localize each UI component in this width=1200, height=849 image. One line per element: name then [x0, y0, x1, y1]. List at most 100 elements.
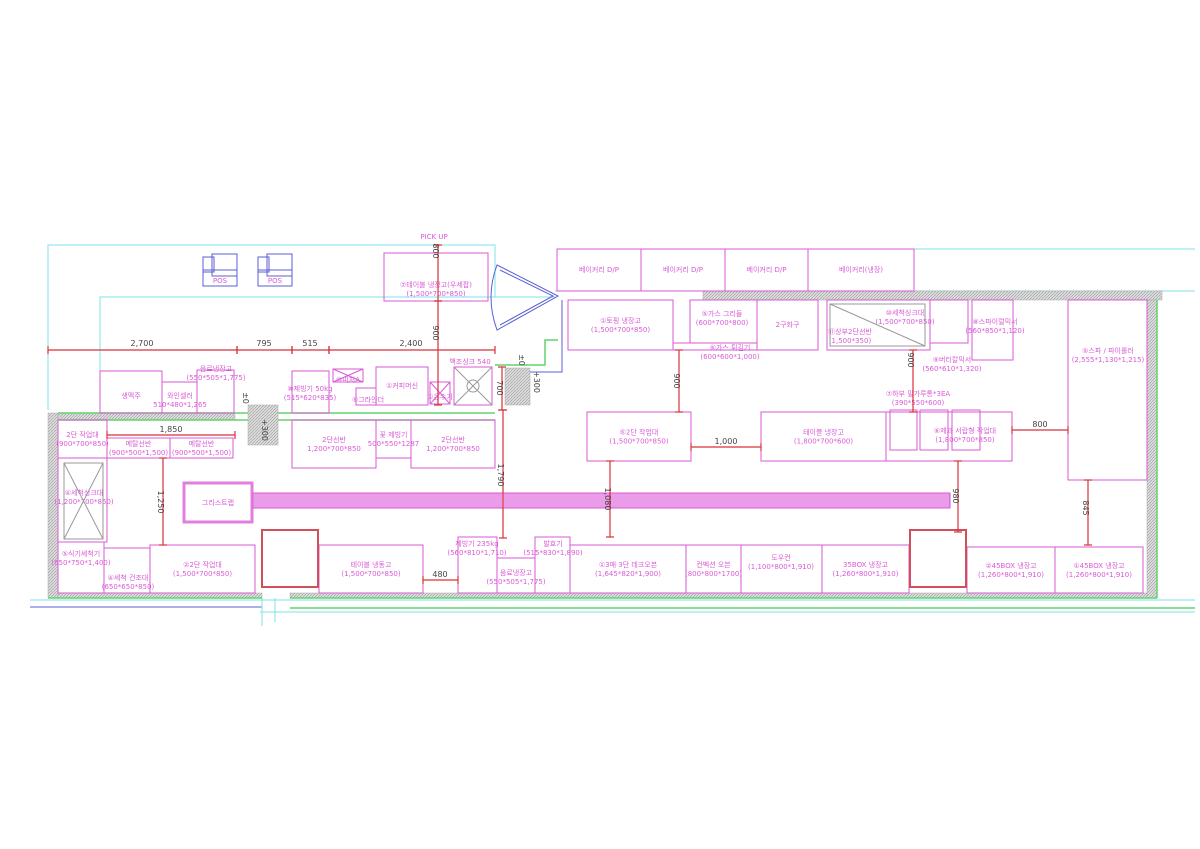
- equipment-coffee[interactable]: ①커피머신: [375, 366, 429, 406]
- equipment-metal1[interactable]: 메탈선반(900*500*1,500): [106, 437, 171, 459]
- dimension-value: 2,700: [131, 339, 154, 348]
- equipment-name: 베이커리(냉장): [839, 265, 883, 274]
- equipment-spec: (1,800*700*850): [935, 436, 994, 444]
- dimension-value: 480: [432, 570, 447, 579]
- equipment-dry-rack[interactable]: ④세척 건조대(650*650*850): [102, 547, 155, 594]
- equipment-work2-left[interactable]: 2단 작업대(900*700*850): [56, 419, 109, 459]
- dimension-d1790: 1,790: [496, 409, 507, 539]
- dimension-value: 2,400: [400, 339, 423, 348]
- equipment-spec: (900*500*1,500): [109, 449, 168, 457]
- column: [261, 529, 319, 588]
- equipment-box35[interactable]: 35BOX 냉장고(1,260*800*1,910): [821, 544, 910, 594]
- equipment-box45b[interactable]: ②45BOX 냉장고(1,260*800*1,910): [966, 546, 1056, 594]
- equipment-name: 도우컨: [771, 553, 790, 562]
- pos-label: POS: [213, 277, 228, 285]
- equipment-baekjo-sink[interactable]: 백조싱크 540: [449, 357, 490, 366]
- equipment-spec: (560*810*1,710): [447, 549, 506, 557]
- equipment-name: 테이블 냉장고: [803, 428, 844, 437]
- dimension-value: 795: [256, 339, 271, 348]
- equipment-drawer-table[interactable]: ⑥제과 서랍형 작업대(1,800*700*850): [885, 411, 1013, 462]
- equipment-name: 백조싱크 540: [449, 357, 490, 366]
- equipment-name: 베이커리 D/P: [663, 265, 703, 274]
- equipment-metal2[interactable]: 메탈선반(900*500*1,500): [169, 437, 234, 459]
- equipment-name: ④세척 건조대: [108, 573, 149, 582]
- dimension-d515: 515: [291, 339, 330, 354]
- equipment-sheeter[interactable]: ⑤스파 / 파이롤러(2,555*1,130*1,215): [1067, 299, 1148, 481]
- equipment-spec: (550*505*1,775): [186, 374, 245, 382]
- equipment-name: 음료냉장고: [500, 568, 533, 577]
- equipment-work2-mid[interactable]: ⑥2단 작업대(1,500*700*850): [586, 411, 692, 462]
- equipment-spec: (515*620*835): [284, 394, 337, 402]
- equipment-spec: (1,500*700*850): [875, 318, 934, 326]
- equipment-spec: (1,500*700*850): [609, 438, 668, 446]
- dimension-d1080: 1,080: [603, 460, 614, 538]
- equipment-griddle[interactable]: ⑤가스 그리들(600*700*800): [689, 299, 758, 344]
- equipment-fryer[interactable]: ⑥가스 튀김기(600*600*1,000): [672, 342, 760, 361]
- equipment-table-freezer[interactable]: 테이블 냉동고(1,500*700*850): [318, 544, 424, 594]
- equipment-spec: (1,100*800*1,910): [748, 563, 814, 571]
- floor-level-mark: ±0: [241, 392, 250, 404]
- equipment-spec: (550*505*1,775): [486, 578, 545, 586]
- entrance-door[interactable]: [490, 264, 560, 331]
- equipment-box45a[interactable]: ①45BOX 냉장고(1,260*800*1,910): [1054, 546, 1144, 594]
- equipment-bakery3[interactable]: 베이커리 D/P: [724, 248, 809, 292]
- equipment-table-fridge-mid[interactable]: 테이블 냉장고(1,800*700*600): [760, 411, 887, 462]
- equipment-topping[interactable]: ①토핑 냉장고(1,500*700*850): [567, 299, 674, 351]
- grease-trap-label: 그리스트랩: [202, 498, 234, 507]
- pos-terminal-2: POS: [257, 253, 293, 287]
- equipment-spec: (560*850*1,120): [965, 327, 1024, 335]
- equipment-spec: (650*750*1,400): [51, 559, 110, 567]
- equipment-spec: (600*600*1,000): [700, 353, 759, 361]
- equipment-burner[interactable]: 2구화구: [756, 299, 819, 351]
- equipment-drink-fridge-b[interactable]: 음료냉장고(550*505*1,775): [486, 557, 546, 594]
- equipment-name: ⑤식기세척기: [62, 549, 100, 558]
- equipment-work2-b[interactable]: ②2단 작업대(1,500*700*850): [149, 544, 256, 594]
- equipment-pitcher[interactable]: ⑩피처A: [336, 375, 360, 384]
- equipment-deck-oven[interactable]: ①3매 3단 데크오븐(1,645*820*1,900): [569, 544, 687, 594]
- equipment-table-fridge-top[interactable]: ⑦테이블 냉장고(우세팝)(1,500*700*850): [383, 252, 489, 302]
- equipment-spec: (600*700*800): [696, 319, 749, 327]
- equipment-spec: 500*550*1287: [368, 440, 420, 448]
- dimension-d900c: 900: [906, 349, 917, 413]
- equipment-water[interactable]: ①온수기: [427, 392, 453, 401]
- equipment-bakery4[interactable]: 베이커리(냉장): [807, 248, 915, 292]
- equipment-name: ⑧스파이럴믹서: [973, 317, 1018, 326]
- equipment-name: ①3매 3단 데크오븐: [599, 560, 658, 569]
- equipment-spec: (1,645*820*1,900): [595, 570, 661, 578]
- equipment-drink-fridge-top[interactable]: 음료냉장고(550*505*1,775): [186, 364, 246, 414]
- pick-up-label: PICK UP: [420, 233, 447, 241]
- equipment-spiral[interactable]: ⑧스파이럴믹서(560*850*1,120): [965, 299, 1025, 361]
- dimension-d800b: 800: [1011, 420, 1069, 434]
- sink-basin: [453, 366, 493, 406]
- equipment-spec: (650*650*850): [102, 583, 155, 591]
- equipment-name: 메탈선반: [126, 439, 152, 448]
- dimension-value: 845: [1081, 500, 1090, 515]
- dimension-value: 900: [672, 373, 681, 388]
- equipment-bakery2[interactable]: 베이커리 D/P: [640, 248, 726, 292]
- equipment-flour[interactable]: ⑦하부 밀가루통*3EA(390*550*600): [886, 389, 951, 407]
- equipment-name: ⑦테이블 냉장고(우세팝): [400, 280, 472, 289]
- equipment-name: 2단선반: [441, 435, 465, 444]
- equipment-upper-shelf[interactable]: ⑪상부2단선반(1,500*350): [828, 327, 872, 345]
- equipment-grinder[interactable]: ⑨그라인더: [352, 387, 384, 406]
- equipment-name: ④세척싱크대: [65, 488, 103, 497]
- equipment-bakery1[interactable]: 베이커리 D/P: [556, 248, 642, 292]
- dimension-d2700: 2,700: [47, 339, 238, 354]
- equipment-spec: (1,500*350): [829, 337, 872, 345]
- equipment-ice50[interactable]: ⑧제빙기 50kg(515*620*835): [284, 370, 337, 414]
- floor-level-mark: +300: [260, 419, 269, 441]
- equipment-name: 발효기: [543, 539, 562, 548]
- equipment-vertical-mixer[interactable]: ⑨버티칼믹서(560*610*1,320): [922, 299, 982, 373]
- equipment-name: 베이커리 D/P: [747, 265, 787, 274]
- dimension-value: 1,250: [156, 491, 165, 514]
- equipment-convection[interactable]: 컨벡션 오븐(800*800*1700): [685, 544, 742, 594]
- equipment-dough-con[interactable]: 도우컨(1,100*800*1,910): [740, 544, 823, 594]
- equipment-name: 테이블 냉동고: [351, 560, 392, 569]
- flour-bin: [889, 409, 918, 451]
- equipment-name: ⑥2단 작업대: [620, 428, 659, 437]
